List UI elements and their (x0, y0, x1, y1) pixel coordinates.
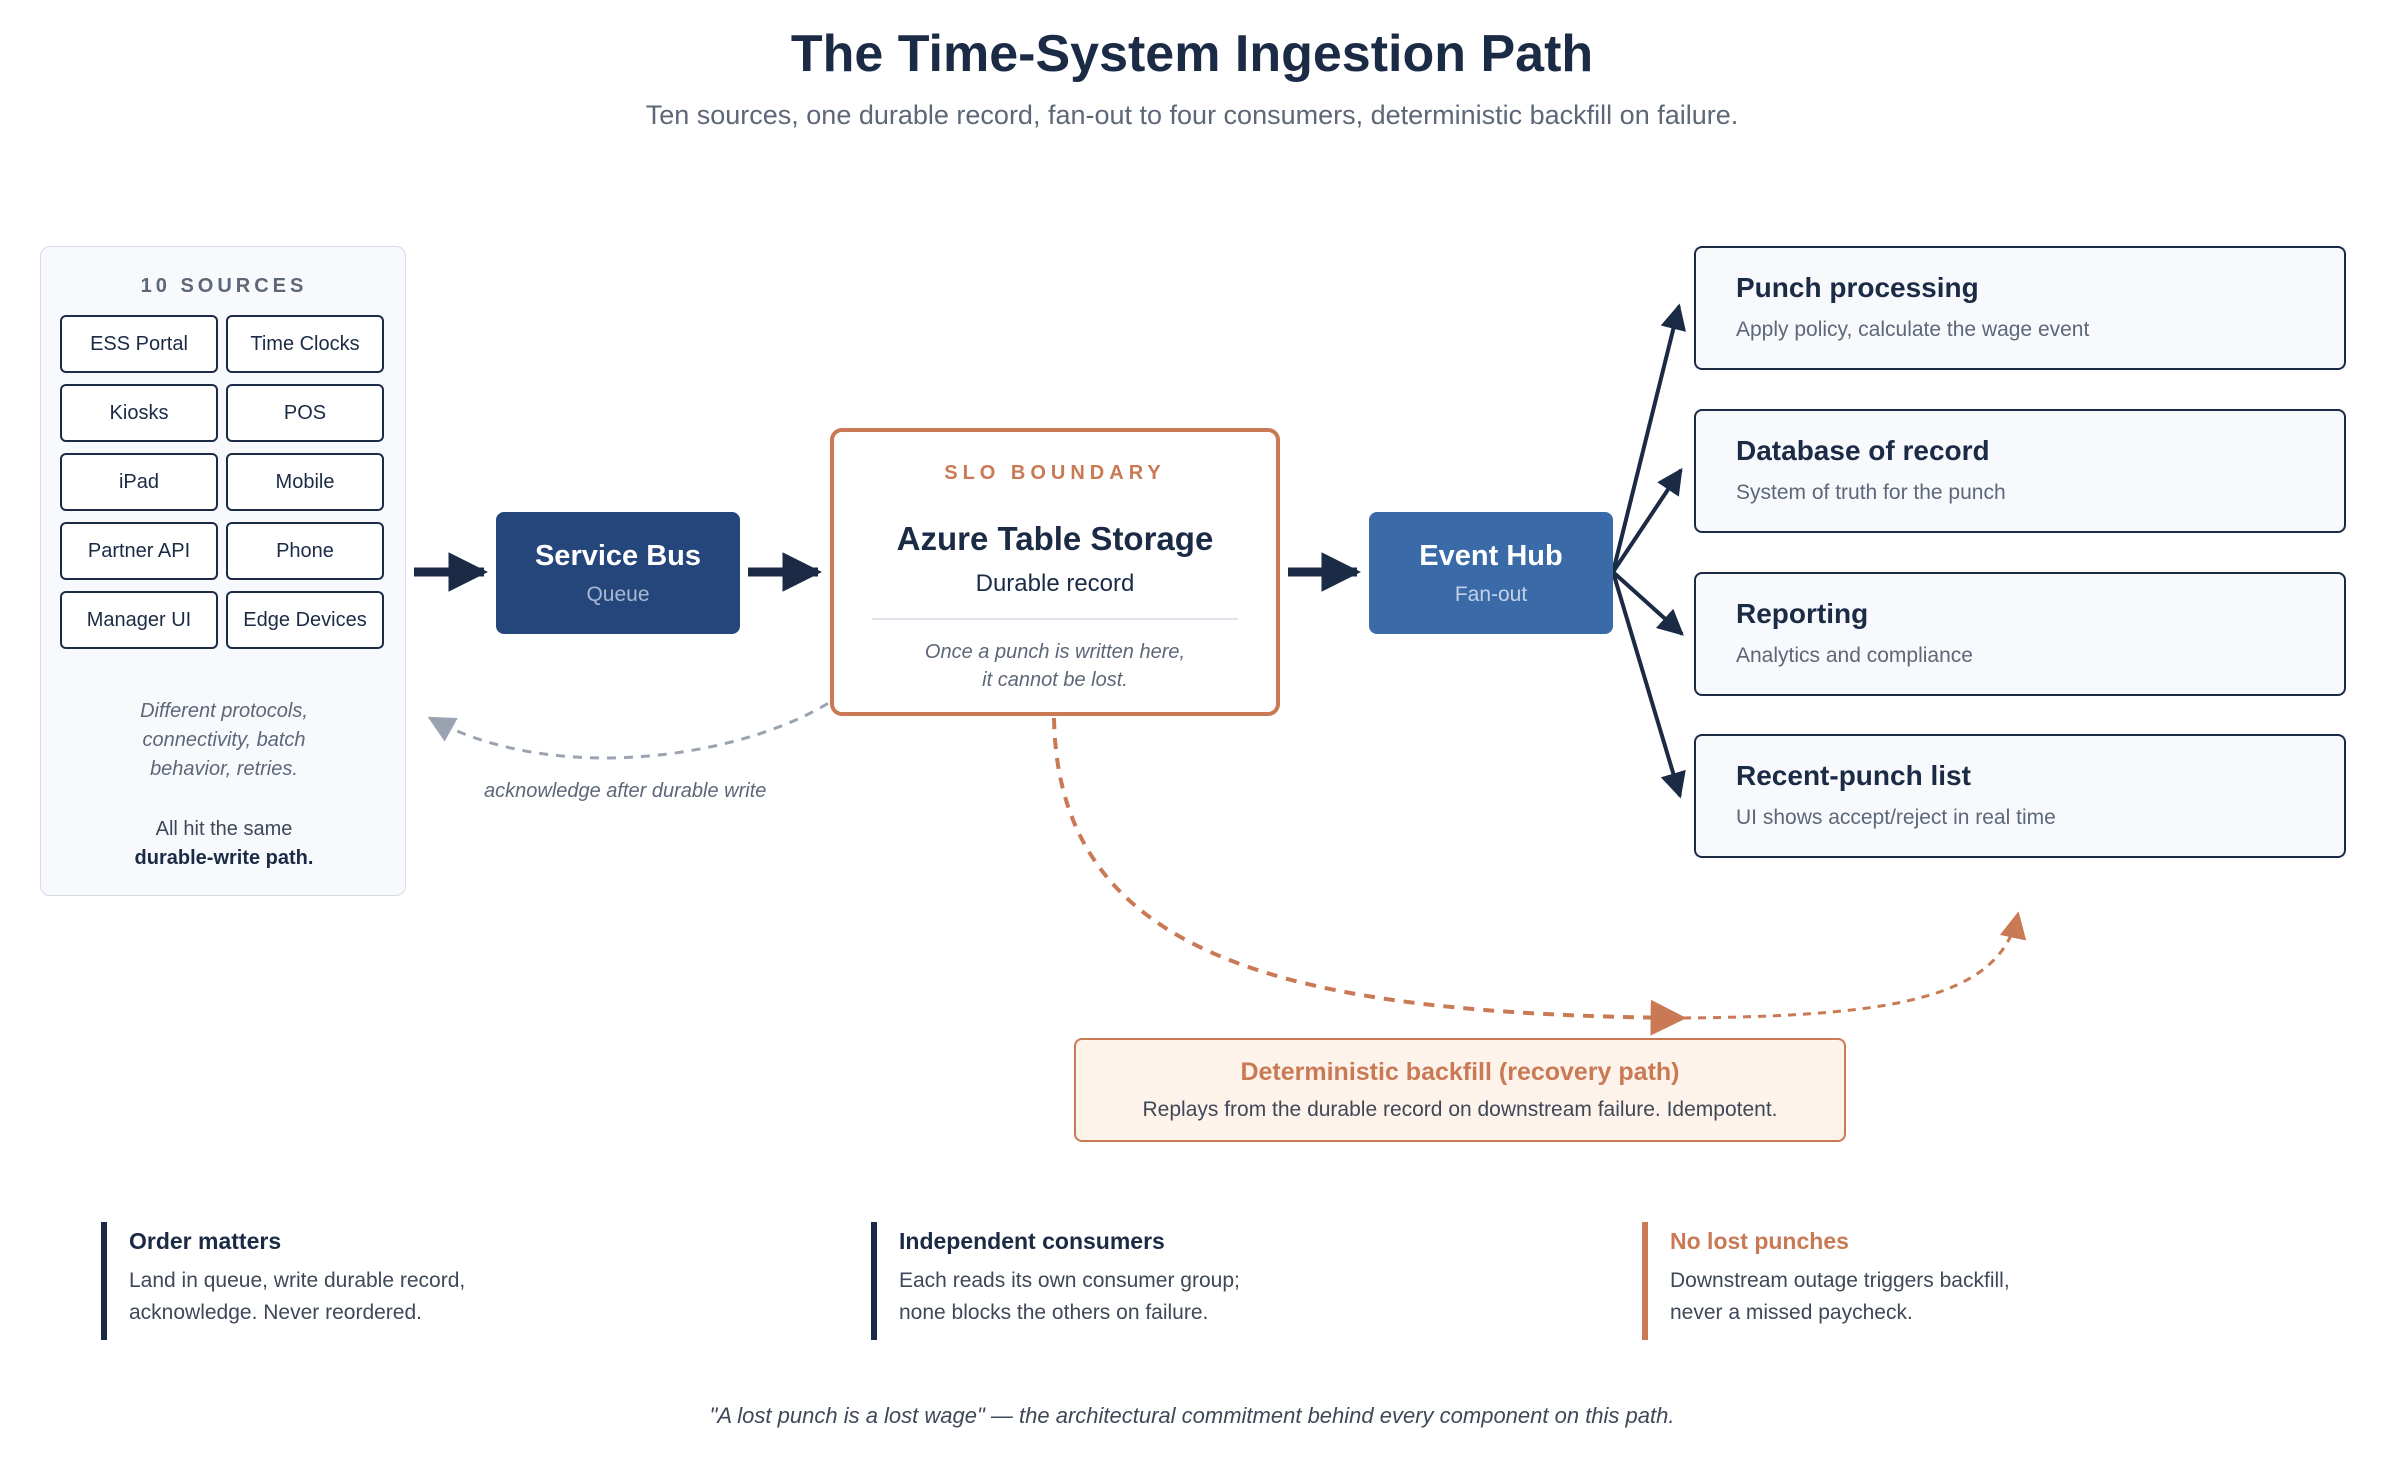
event-hub-title: Event Hub (1419, 539, 1563, 572)
storage-note-line: Once a punch is written here, (924, 641, 1186, 663)
sources-summary: All hit the same durable-write path. (41, 815, 407, 873)
consumer-database-of-record: Database of record System of truth for t… (1694, 409, 2346, 533)
consumer-title: Reporting (1736, 598, 1869, 629)
arrow-fanout-database (1611, 467, 1683, 574)
note-independent-consumers: Independent consumers Each reads its own… (871, 1222, 1351, 1340)
consumer-punch-processing: Punch processing Apply policy, calculate… (1694, 246, 2346, 370)
sources-label: 10 SOURCES (140, 275, 308, 297)
backfill-title: Deterministic backfill (recovery path) (1240, 1058, 1680, 1086)
arrow-fanout-punch-processing (1611, 303, 1686, 573)
note-line: Each reads its own consumer group; (899, 1269, 1240, 1292)
service-bus-subtitle: Queue (586, 582, 650, 606)
consumer-title: Punch processing (1736, 272, 1979, 303)
sources-note-line: behavior, retries. (150, 758, 298, 780)
service-bus-node: Service Bus Queue (496, 512, 740, 634)
source-partner-api: Partner API (60, 522, 218, 580)
note-line: never a missed paycheck. (1670, 1301, 1913, 1324)
note-line: none blocks the others on failure. (899, 1301, 1209, 1324)
note-title: Order matters (129, 1228, 282, 1254)
storage-title: Azure Table Storage (896, 520, 1214, 557)
storage-note: Once a punch is written here, it cannot … (834, 638, 1276, 694)
note-title: Independent consumers (899, 1228, 1165, 1254)
note-line: Downstream outage triggers backfill, (1670, 1269, 2010, 1292)
source-phone: Phone (226, 522, 384, 580)
acknowledge-label: acknowledge after durable write (484, 780, 767, 802)
note-line: Land in queue, write durable record, (129, 1269, 466, 1292)
arrow-acknowledge (427, 692, 843, 760)
consumer-title: Recent-punch list (1736, 760, 1971, 791)
event-hub-subtitle: Fan-out (1454, 582, 1528, 606)
sources-note: Different protocols, connectivity, batch… (41, 697, 407, 784)
note-order-matters: Order matters Land in queue, write durab… (101, 1222, 581, 1340)
note-body: Downstream outage triggers backfill, nev… (1670, 1265, 2122, 1329)
source-kiosks: Kiosks (60, 384, 218, 442)
service-bus-title: Service Bus (534, 539, 702, 572)
storage-subtitle: Durable record (975, 570, 1135, 597)
consumer-reporting: Reporting Analytics and compliance (1694, 572, 2346, 696)
source-pos: POS (226, 384, 384, 442)
backfill-subtitle: Replays from the durable record on downs… (1142, 1098, 1778, 1121)
note-no-lost-punches: No lost punches Downstream outage trigge… (1642, 1222, 2122, 1340)
consumer-recent-punch-list: Recent-punch list UI shows accept/reject… (1694, 734, 2346, 858)
sources-summary-bold: durable-write path. (134, 847, 314, 869)
closing-quote: "A lost punch is a lost wage" — the arch… (709, 1403, 1675, 1428)
arrow-fanout-reporting (1611, 570, 1684, 636)
note-title: No lost punches (1670, 1228, 1849, 1254)
arrow-storage-to-backfill (1052, 717, 1687, 1036)
sources-note-line: Different protocols, (140, 700, 308, 722)
storage-divider (872, 618, 1238, 620)
source-manager-ui: Manager UI (60, 591, 218, 649)
source-ipad: iPad (60, 453, 218, 511)
consumer-subtitle: Analytics and compliance (1736, 644, 1973, 667)
source-edge-devices: Edge Devices (226, 591, 384, 649)
source-mobile: Mobile (226, 453, 384, 511)
backfill-box: Deterministic backfill (recovery path) R… (1074, 1038, 1846, 1142)
storage-note-line: it cannot be lost. (982, 669, 1128, 691)
note-body: Each reads its own consumer group; none … (899, 1265, 1351, 1329)
source-ess-portal: ESS Portal (60, 315, 218, 373)
source-time-clocks: Time Clocks (226, 315, 384, 373)
event-hub-node: Event Hub Fan-out (1369, 512, 1613, 634)
arrow-backfill-to-consumers (1682, 911, 2027, 1020)
consumer-title: Database of record (1736, 435, 1990, 466)
page-title: The Time-System Ingestion Path (790, 25, 1594, 83)
sources-summary-prefix: All hit the same (155, 818, 293, 840)
page-subtitle: Ten sources, one durable record, fan-out… (645, 100, 1739, 130)
sources-note-line: connectivity, batch (142, 729, 306, 751)
slo-boundary-label: SLO BOUNDARY (944, 462, 1166, 484)
note-line: acknowledge. Never reordered. (129, 1301, 422, 1324)
consumer-subtitle: UI shows accept/reject in real time (1736, 806, 2056, 829)
slo-boundary-box: SLO BOUNDARY Azure Table Storage Durable… (830, 428, 1280, 716)
arrow-fanout-recent-punch (1611, 571, 1686, 799)
consumer-subtitle: Apply policy, calculate the wage event (1736, 318, 2090, 341)
sources-panel: 10 SOURCES ESS Portal Time Clocks Kiosks… (40, 246, 406, 896)
note-body: Land in queue, write durable record, ack… (129, 1265, 581, 1329)
consumer-subtitle: System of truth for the punch (1736, 481, 2006, 504)
